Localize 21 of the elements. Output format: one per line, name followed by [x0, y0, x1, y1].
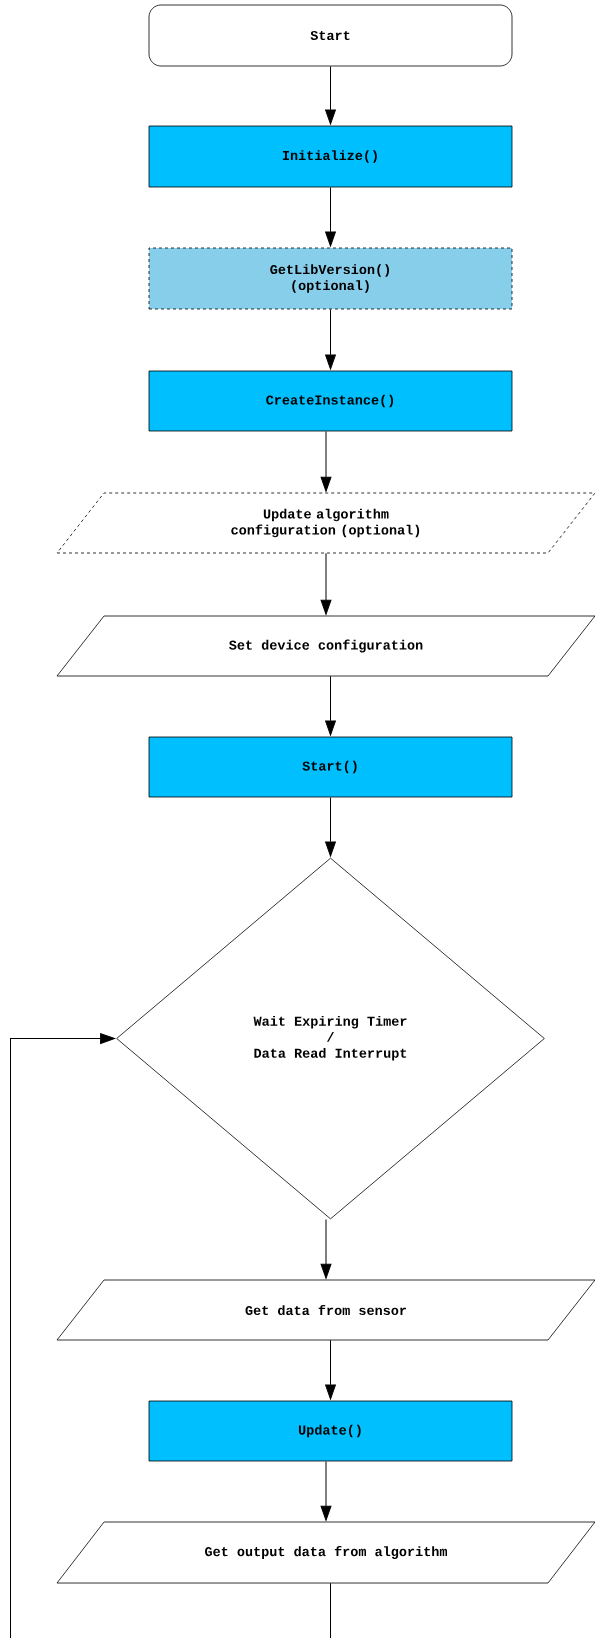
terminal-box: Start: [148, 4, 513, 67]
arrow: [320, 430, 332, 492]
data-box: Get data from sensor: [56, 1279, 595, 1341]
arrow: [325, 796, 336, 857]
arrow: [320, 1218, 332, 1279]
arrow: [325, 1339, 336, 1400]
arrow: [325, 186, 336, 247]
arrow: [320, 1460, 332, 1521]
arrow: [10, 1033, 331, 1638]
arrow: [325, 65, 336, 125]
arrow: [320, 552, 332, 615]
arrow: [325, 308, 336, 370]
process-box: Initialize(): [148, 125, 513, 188]
optional-process-box: GetLibVersion() (optional): [148, 247, 513, 310]
process-box: Update(): [148, 1400, 513, 1462]
data-box: Get output data from algorithm: [56, 1521, 595, 1584]
process-box: CreateInstance(): [148, 370, 513, 432]
arrow: [325, 675, 336, 736]
optional-data-box: Update algorithm configuration (optional): [56, 492, 595, 554]
data-box: Set device configuration: [56, 615, 595, 677]
process-box: Start(): [148, 736, 513, 798]
